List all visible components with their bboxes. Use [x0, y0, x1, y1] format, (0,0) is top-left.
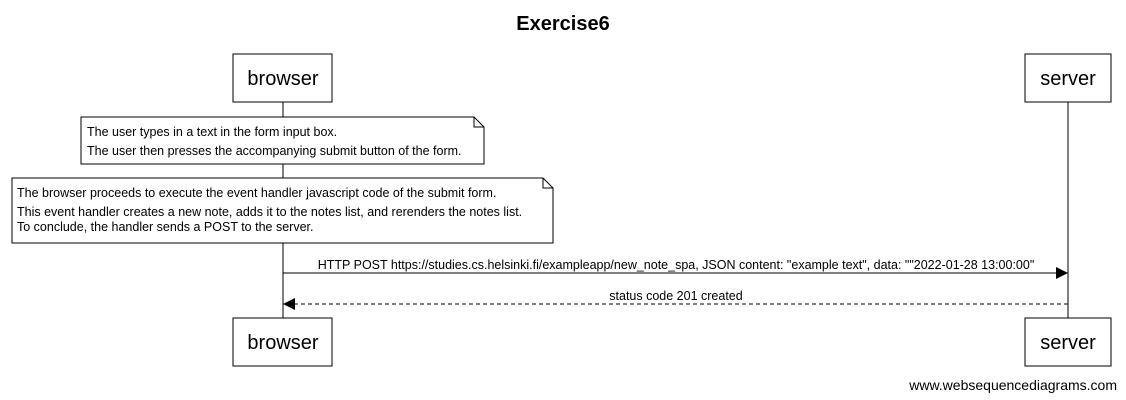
- participant-browser-label: browser: [247, 68, 318, 90]
- watermark-text: www.websequencediagrams.com: [908, 377, 1117, 393]
- participant-server-top: server: [1024, 53, 1112, 103]
- diagram-title: Exercise6: [516, 13, 609, 35]
- participant-browser-bottom: browser: [232, 317, 333, 367]
- note-line: To conclude, the handler sends a POST to…: [17, 220, 313, 234]
- note-line: The user then presses the accompanying s…: [87, 144, 462, 158]
- message-label: status code 201 created: [609, 289, 742, 303]
- participant-server-label: server: [1040, 68, 1096, 90]
- note-event-handler: The browser proceeds to execute the even…: [11, 177, 554, 244]
- participant-browser-label: browser: [247, 332, 318, 354]
- note-line: The browser proceeds to execute the even…: [17, 186, 496, 200]
- note-line: The user types in a text in the form inp…: [87, 125, 337, 139]
- message-label: HTTP POST https://studies.cs.helsinki.fi…: [318, 258, 1035, 272]
- participant-server-bottom: server: [1024, 317, 1112, 367]
- participant-server-label: server: [1040, 332, 1096, 354]
- participant-browser-top: browser: [232, 53, 333, 103]
- message-status-201: status code 201 created: [283, 289, 1068, 310]
- message-http-post: HTTP POST https://studies.cs.helsinki.fi…: [283, 258, 1068, 279]
- note-user-input: The user types in a text in the form inp…: [80, 116, 485, 165]
- note-line: This event handler creates a new note, a…: [17, 205, 522, 219]
